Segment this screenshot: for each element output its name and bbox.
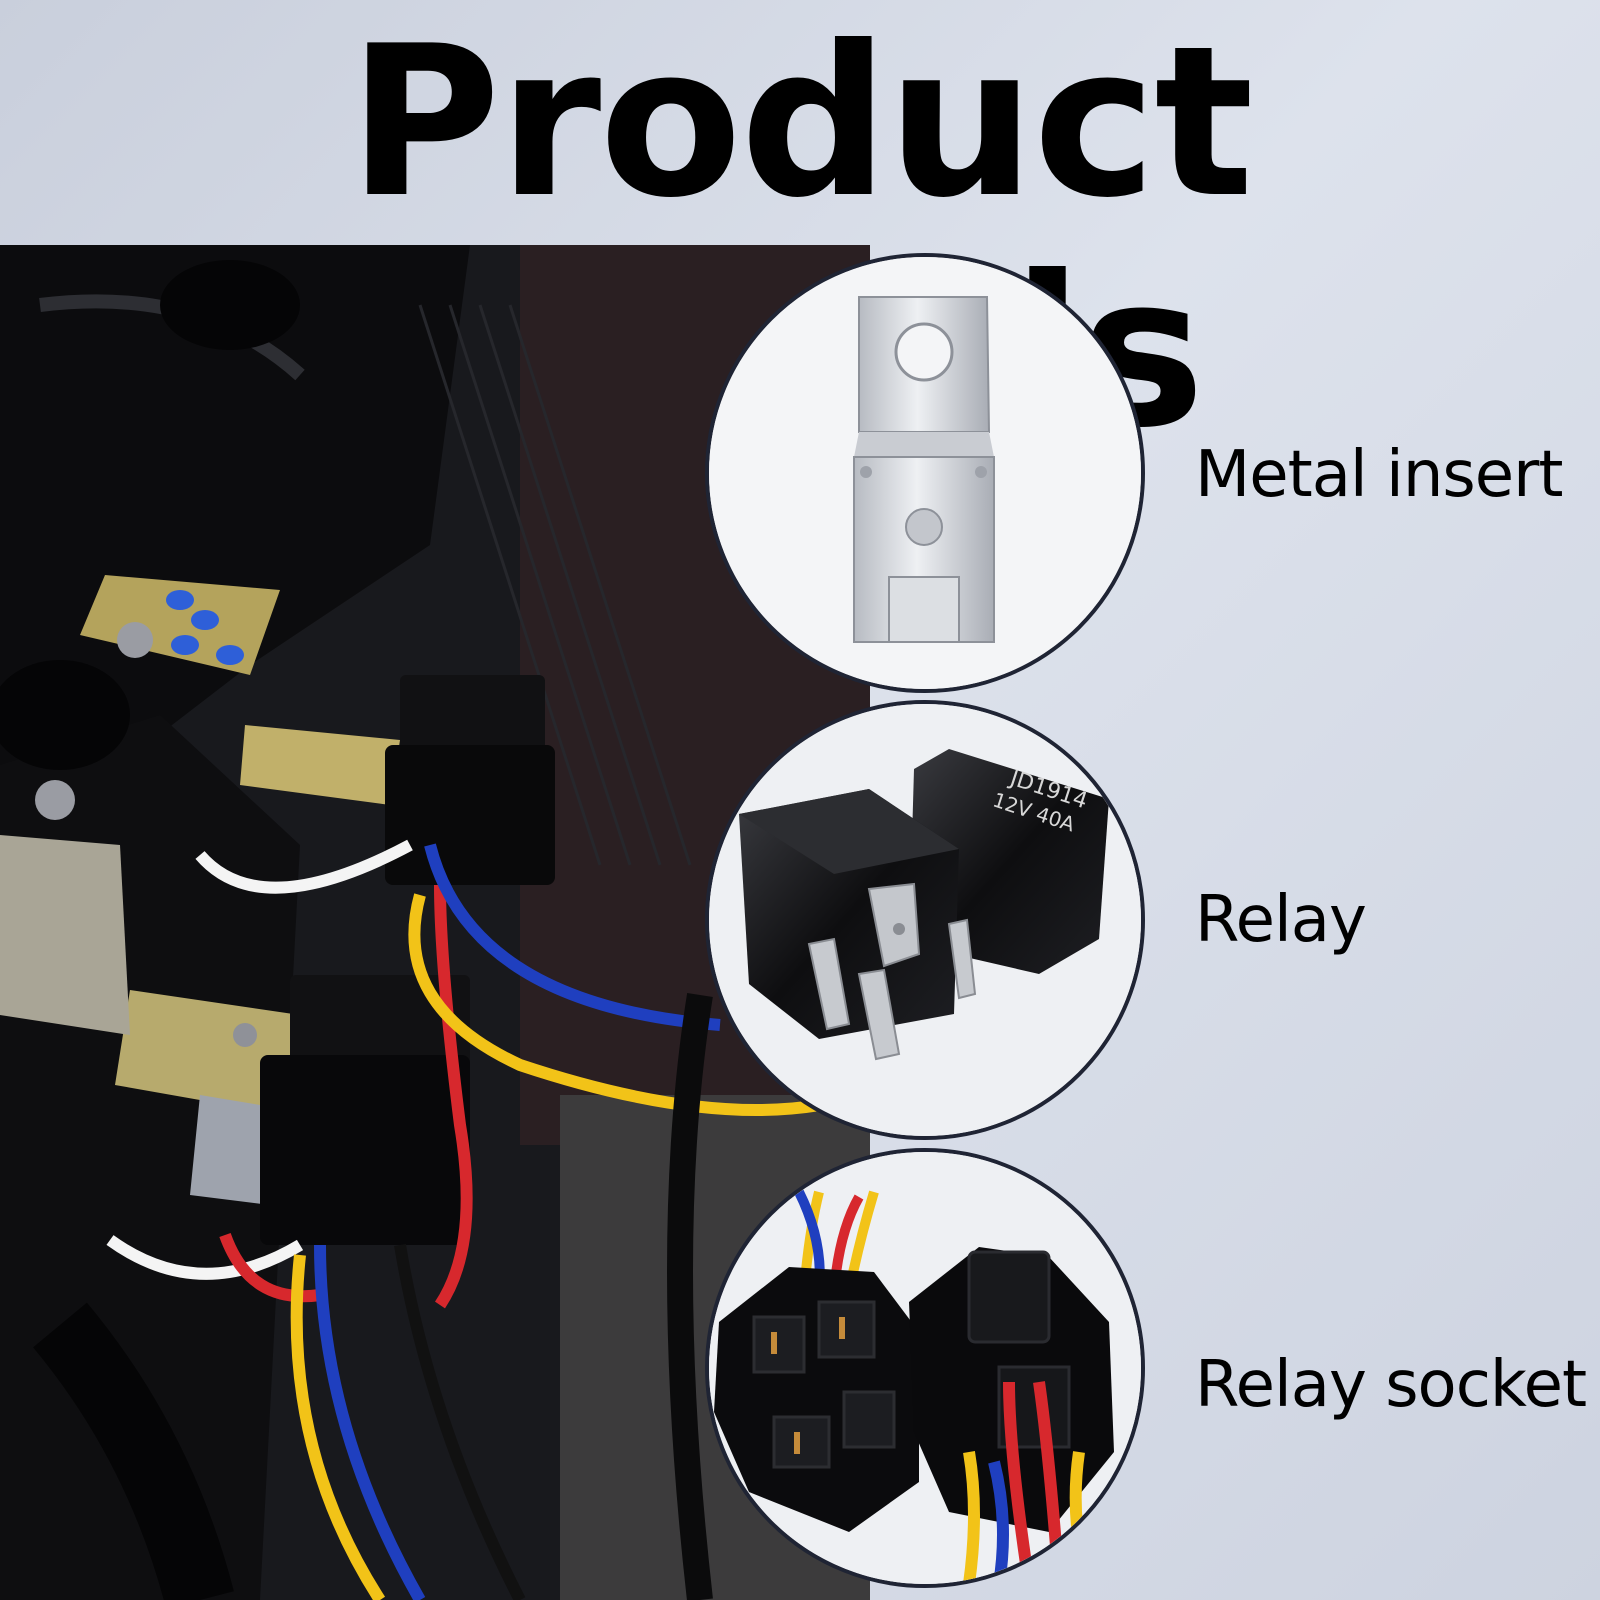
metal-insert-image [705,253,1145,693]
relay-socket-icon [709,1152,1141,1584]
relay-icon: JD1914 12V 40A [709,704,1141,1136]
relay-socket-label: Relay socket [1195,1348,1587,1422]
relay-socket-image [705,1148,1145,1588]
metal-insert-icon [709,257,1141,689]
metal-insert-label: Metal insert [1195,438,1563,512]
page-title: Product Details [348,2,1254,468]
relay-label: Relay [1195,883,1367,957]
relay-image: JD1914 12V 40A [705,700,1145,1140]
